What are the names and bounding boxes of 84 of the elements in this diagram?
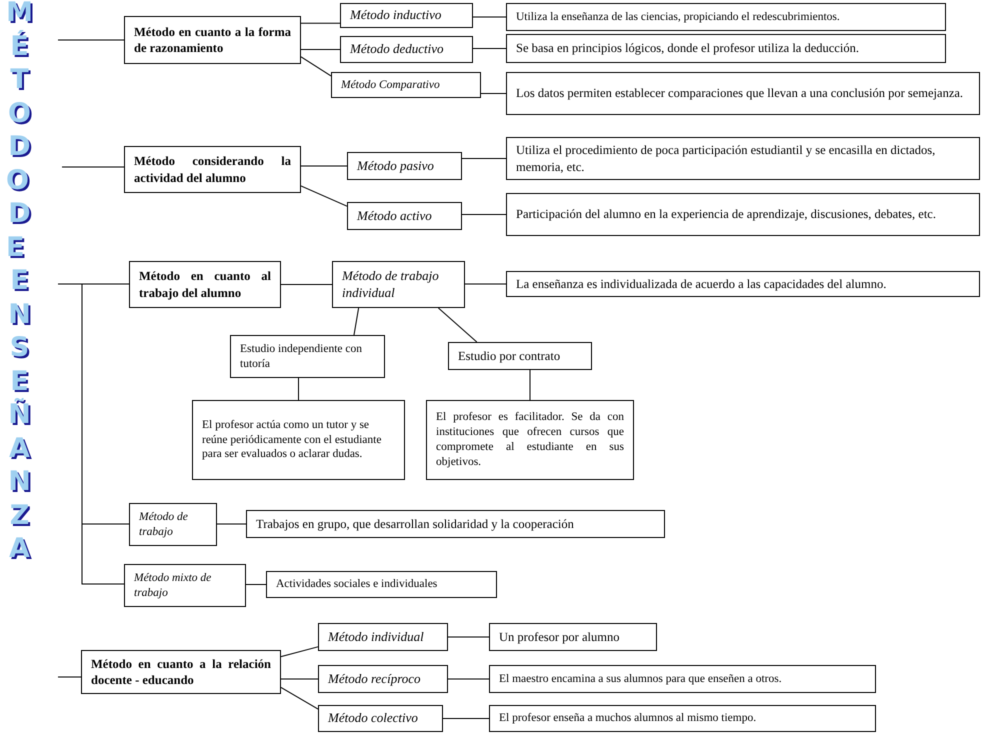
method-box: [81, 650, 281, 694]
method-box: [230, 335, 385, 378]
box-text: Se basa en principios lógicos, donde el profesor utiliza la deducción.: [516, 40, 859, 57]
box-text: Método deductivo: [350, 41, 444, 58]
box-text: Estudio independiente con tutoría: [240, 342, 363, 372]
box-text: Actividades sociales e individuales: [276, 577, 438, 592]
box-text: Un profesor por alumno: [499, 628, 620, 646]
method-box: [129, 503, 217, 546]
connector-line: [280, 646, 318, 658]
connector-line: [472, 48, 506, 49]
box-text: Método considerando la actividad del alumno: [134, 153, 291, 186]
box-text: Método Comparativo: [341, 78, 440, 92]
method-box: [124, 564, 246, 607]
connector-line: [300, 185, 348, 207]
method-box: [489, 623, 657, 651]
method-box: [506, 34, 946, 63]
box-text: Utiliza el procedimiento de poca participación estudiantil y se encasilla en dictados, memoria, etc.: [516, 142, 936, 175]
box-text: Participación del alumno en la experiencia de aprendizaje, discusiones, debates, etc.: [516, 206, 936, 223]
method-box: [340, 36, 473, 63]
box-text: Método recíproco: [328, 670, 421, 688]
connector-line: [280, 678, 318, 680]
method-box: [489, 705, 876, 732]
method-box: [347, 152, 462, 180]
box-text: Método en cuanto al trabajo del alumno: [139, 268, 271, 301]
method-box: [318, 705, 443, 732]
connector-line: [62, 166, 124, 168]
method-box: [426, 400, 634, 480]
connector-line: [442, 718, 490, 719]
box-text: Método colectivo: [328, 710, 418, 727]
box-text: Utiliza la enseñanza de las ciencias, propiciando el redescubrimientos.: [516, 10, 840, 24]
vertical-title: MÉTODO DE ENSEÑANZA: [6, 0, 33, 566]
connector-line: [58, 284, 124, 584]
connector-line: [438, 308, 478, 342]
method-box: [246, 510, 665, 538]
method-box: [331, 72, 481, 98]
box-text: El profesor enseña a muchos alumnos al mismo tiempo.: [499, 711, 756, 726]
box-text: La enseñanza es individualizada de acuerdo a las capacidades del alumno.: [516, 276, 886, 292]
connector-line: [462, 214, 506, 215]
box-text: El profesor es facilitador. Se da con instituciones que ofrecen cursos que compromete al estudiante en sus objetivos.: [436, 410, 624, 470]
box-text: Método en cuanto a la forma de razonamiento: [134, 24, 291, 56]
method-box: [448, 342, 592, 370]
connector-line: [58, 676, 82, 678]
method-box: [340, 3, 473, 28]
method-box: [506, 137, 980, 180]
connector-line: [448, 636, 490, 638]
box-text: Método activo: [357, 208, 432, 224]
box-text: Método en cuanto a la relación docente - educando: [91, 656, 271, 688]
method-box: [124, 146, 301, 193]
connector-line: [298, 378, 299, 400]
connector-line: [246, 584, 266, 585]
box-text: Estudio por contrato: [458, 348, 560, 364]
box-text: Método pasivo: [357, 158, 434, 174]
method-box: [332, 261, 465, 308]
connector-line: [300, 22, 340, 24]
method-box: [124, 16, 301, 64]
connector-line: [280, 686, 318, 710]
method-box: [506, 193, 980, 236]
method-box: [489, 665, 876, 693]
method-box: [318, 623, 448, 651]
method-box: [266, 571, 497, 598]
method-box: [318, 665, 448, 693]
connector-line: [280, 284, 332, 285]
connector-line: [300, 56, 332, 76]
box-text: El maestro encamina a sus alumnos para que enseñen a otros.: [499, 672, 782, 686]
box-text: Trabajos en grupo, que desarrollan solidaridad y la cooperación: [256, 516, 574, 532]
method-box: [506, 271, 980, 297]
connector-line: [462, 158, 506, 159]
box-text: Método de trabajo: [139, 510, 189, 540]
box-text: Los datos permiten establecer comparaciones que llevan a una conclusión por semejanza.: [516, 85, 964, 102]
box-text: Método de trabajo individual: [342, 268, 440, 302]
box-text: Método mixto de trabajo: [134, 570, 212, 600]
connector-line: [300, 49, 340, 50]
method-box: [129, 261, 281, 308]
box-text: El profesor actúa como un tutor y se reúne periódicamente con el estudiante para ser evaluados o aclarar dudas.: [202, 418, 382, 462]
method-box: [192, 400, 405, 480]
method-box: [347, 202, 462, 230]
method-box: [506, 3, 946, 31]
connector-line: [448, 678, 490, 680]
box-text: Método individual: [328, 628, 424, 646]
connector-line: [472, 16, 506, 18]
box-text: Método inductivo: [350, 7, 442, 24]
method-box: [506, 72, 980, 115]
connector-line: [480, 93, 506, 94]
connector-line: [354, 308, 360, 336]
